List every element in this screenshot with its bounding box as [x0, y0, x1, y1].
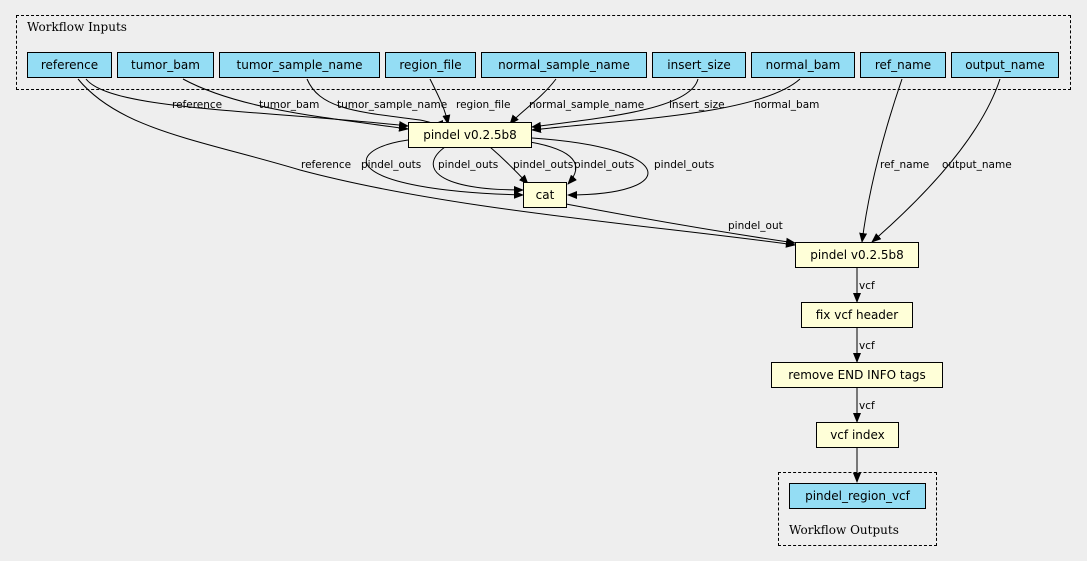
edge-pindel1-to-cat-2 — [432, 146, 524, 194]
step-cat[interactable]: cat — [523, 182, 567, 208]
input-output-name[interactable]: output_name — [951, 52, 1059, 78]
edge-label-reference: reference — [172, 99, 222, 111]
input-normal-bam[interactable]: normal_bam — [751, 52, 855, 78]
edge-label-tumor-sample-name: tumor_sample_name — [337, 99, 447, 111]
edge-pindel1-to-cat-4 — [529, 141, 577, 185]
workflow-inputs-label: Workflow Inputs — [27, 20, 127, 34]
step-pindel-1[interactable]: pindel v0.2.5b8 — [408, 122, 532, 148]
edge-ref-name-to-pindel2 — [859, 78, 903, 243]
step-remove-end-info-tags[interactable]: remove END INFO tags — [771, 362, 943, 388]
edge-label-pindel-outs-4: pindel_outs — [574, 159, 634, 171]
workflow-outputs-label: Workflow Outputs — [789, 523, 899, 537]
workflow-inputs-cluster — [16, 15, 1071, 90]
edge-region-file-to-pindel1 — [429, 78, 451, 125]
edge-pindel1-to-cat-3 — [489, 146, 529, 185]
edge-normal-sample-name-to-pindel1 — [509, 78, 557, 125]
edge-label-normal-bam: normal_bam — [754, 99, 819, 111]
edge-output-name-to-pindel2 — [871, 78, 1001, 243]
edge-normal-bam-to-pindel1 — [531, 78, 801, 133]
input-tumor-bam[interactable]: tumor_bam — [117, 52, 214, 78]
step-fix-vcf-header[interactable]: fix vcf header — [801, 302, 913, 328]
edge-label-pindel-outs-2: pindel_outs — [438, 159, 498, 171]
input-ref-name[interactable]: ref_name — [860, 52, 946, 78]
output-pindel-region-vcf[interactable]: pindel_region_vcf — [789, 483, 926, 509]
edge-label-pindel-out: pindel_out — [728, 220, 783, 232]
input-insert-size[interactable]: insert_size — [652, 52, 746, 78]
edge-label-pindel-outs-1: pindel_outs — [361, 159, 421, 171]
edge-label-vcf-1: vcf — [859, 280, 875, 292]
edge-pindel1-to-cat-5 — [531, 137, 649, 199]
edge-label-normal-sample-name: normal_sample_name — [529, 99, 644, 111]
edge-label-output-name: output_name — [942, 159, 1012, 171]
edge-label-vcf-2: vcf — [859, 340, 875, 352]
edge-label-pindel-outs-3: pindel_outs — [513, 159, 573, 171]
edge-label-ref-name: ref_name — [880, 159, 929, 171]
input-reference[interactable]: reference — [27, 52, 112, 78]
edge-label-insert-size: insert_size — [669, 99, 725, 111]
edge-label-tumor-bam: tumor_bam — [259, 99, 319, 111]
edge-label-vcf-3: vcf — [859, 400, 875, 412]
edge-label-reference-2: reference — [301, 159, 351, 171]
edge-pindel1-to-cat-1 — [365, 139, 524, 199]
edge-reference-to-pindel2 — [77, 78, 796, 248]
input-normal-sample-name[interactable]: normal_sample_name — [481, 52, 647, 78]
input-tumor-sample-name[interactable]: tumor_sample_name — [219, 52, 380, 78]
edge-cat-to-pindel2 — [565, 203, 796, 246]
edge-label-pindel-outs-5: pindel_outs — [654, 159, 714, 171]
input-region-file[interactable]: region_file — [385, 52, 476, 78]
step-pindel-2[interactable]: pindel v0.2.5b8 — [795, 242, 919, 268]
step-vcf-index[interactable]: vcf index — [816, 422, 899, 448]
edge-label-region-file: region_file — [456, 99, 510, 111]
workflow-outputs-cluster — [778, 472, 937, 546]
